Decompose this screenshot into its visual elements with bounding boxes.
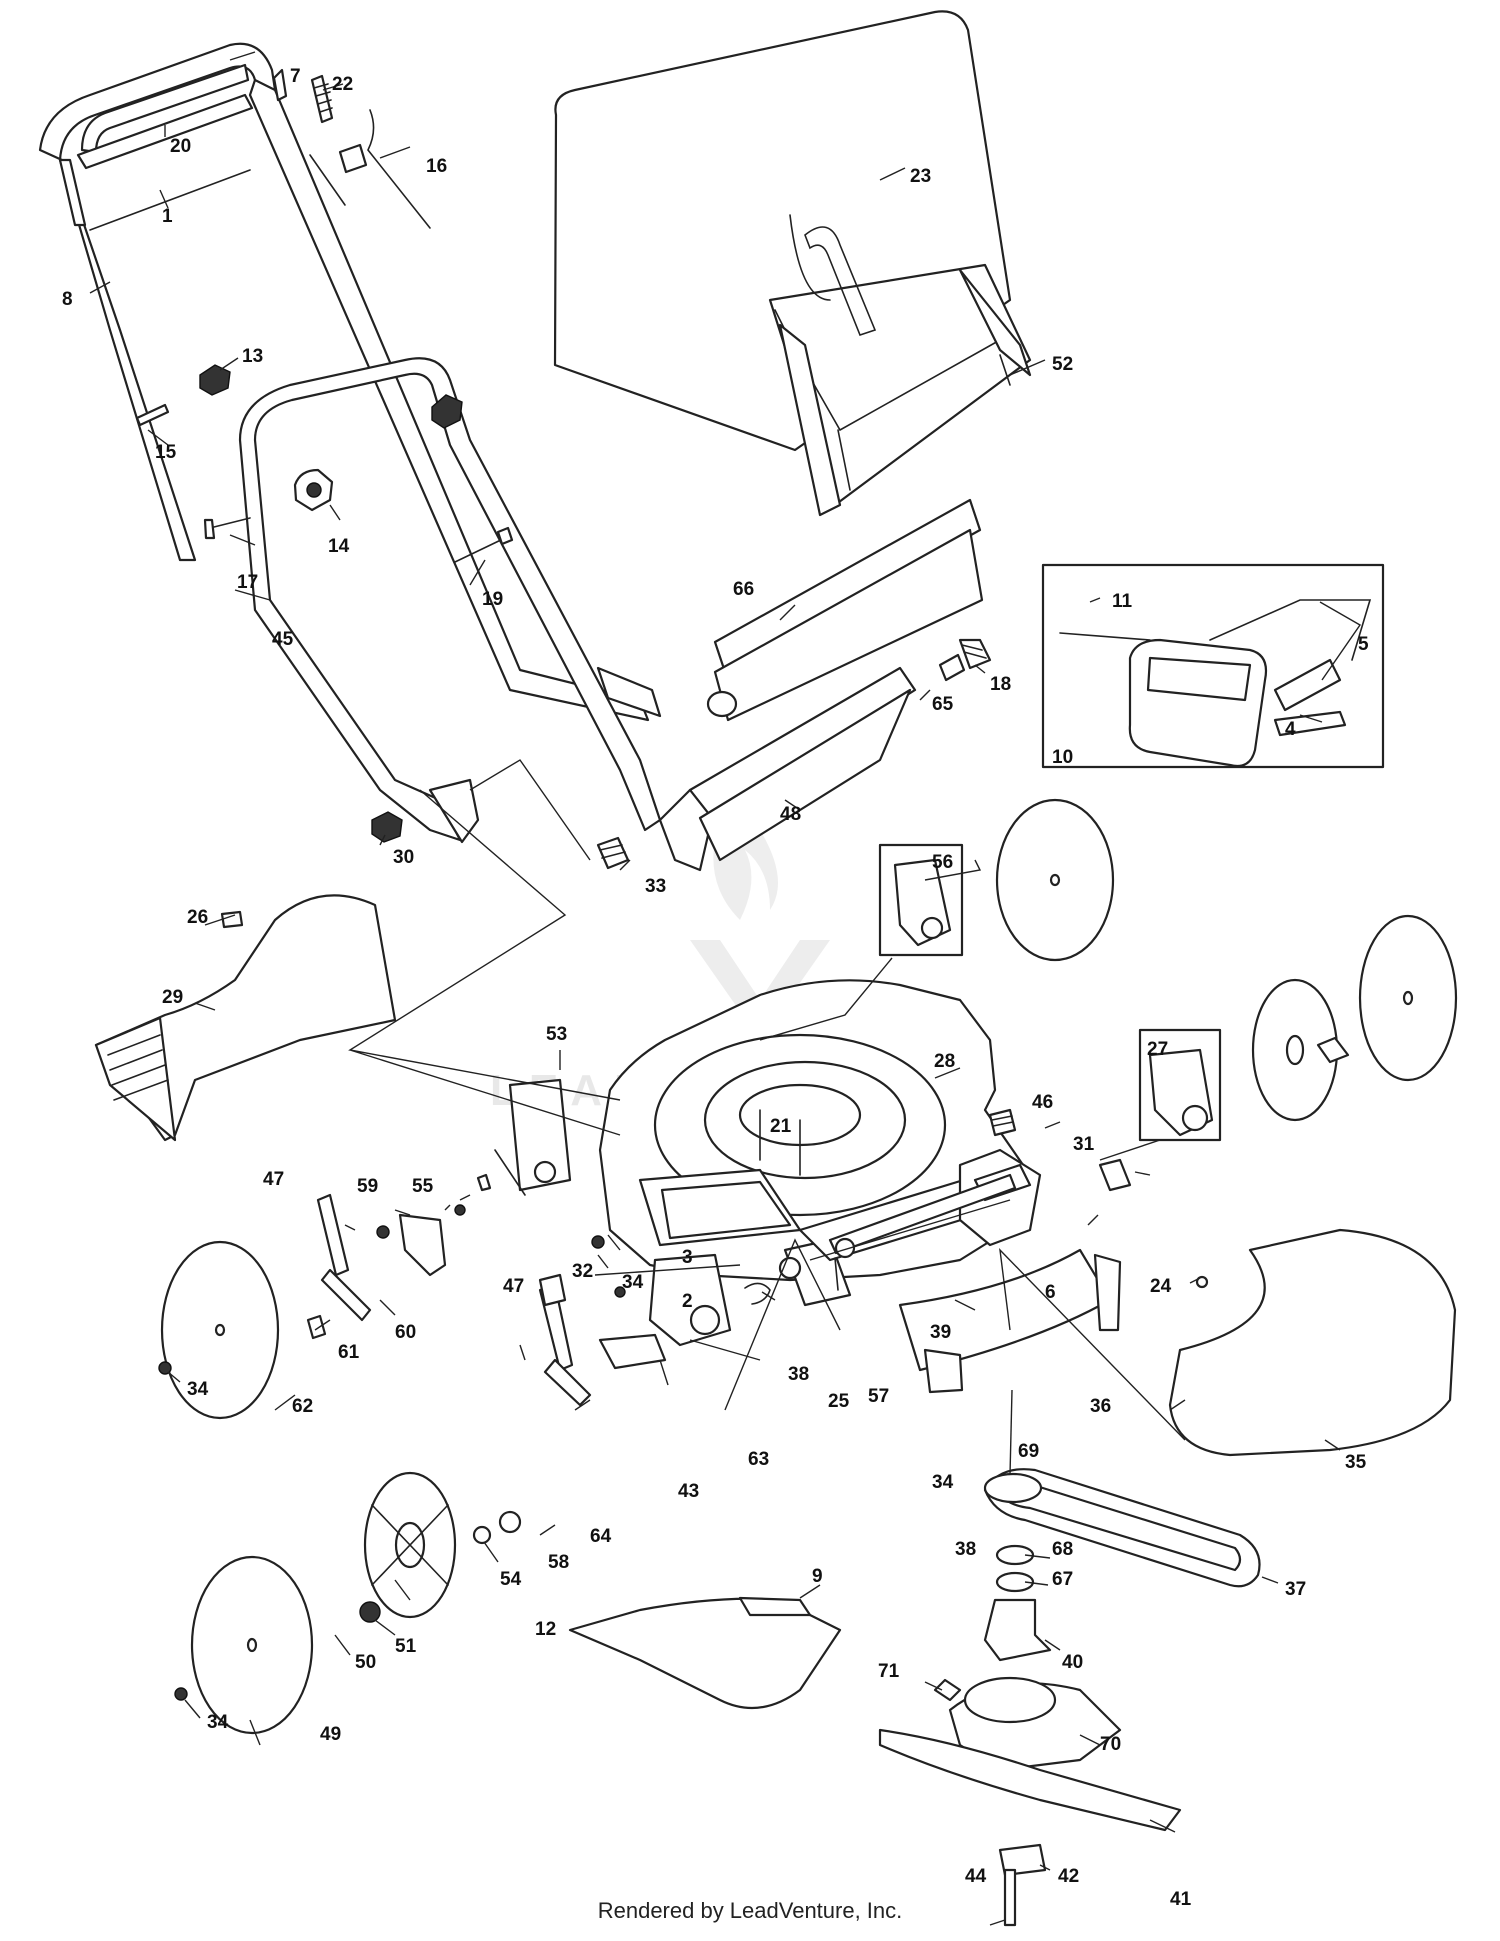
- front-axle: [828, 1173, 1017, 1291]
- mulch-baffle: [568, 1596, 842, 1710]
- callout-10: 10: [1052, 747, 1073, 768]
- callout-69: 69: [1018, 1441, 1039, 1462]
- callout-26: 26: [187, 907, 208, 928]
- callout-28: 28: [934, 1051, 955, 1072]
- callout-7: 7: [290, 66, 301, 87]
- footer-credit: Rendered by LeadVenture, Inc.: [597, 1898, 903, 1923]
- callout-64: 64: [590, 1526, 612, 1547]
- callout-20: 20: [170, 136, 191, 157]
- callout-48: 48: [780, 804, 801, 825]
- callout-42: 42: [1058, 1866, 1079, 1887]
- callout-24: 24: [1150, 1276, 1172, 1297]
- callout-29: 29: [162, 987, 183, 1008]
- callout-38b: 38: [955, 1539, 976, 1560]
- callout-38a: 38: [788, 1364, 809, 1385]
- rear-door: [596, 498, 992, 872]
- callout-70: 70: [1100, 1734, 1121, 1755]
- callout-8: 8: [62, 289, 73, 310]
- callout-31: 31: [1073, 1134, 1095, 1155]
- callout-47a: 47: [263, 1169, 284, 1190]
- callout-67: 67: [1052, 1569, 1073, 1590]
- handle-assembly: [38, 42, 662, 844]
- callout-55: 55: [412, 1176, 434, 1197]
- callout-34a: 34: [622, 1272, 644, 1293]
- callout-15: 15: [155, 442, 177, 463]
- callout-14: 14: [328, 536, 350, 557]
- callout-40: 40: [1062, 1652, 1083, 1673]
- callout-33: 33: [645, 876, 666, 897]
- callout-51: 51: [395, 1636, 417, 1657]
- callout-62: 62: [292, 1396, 313, 1417]
- leader-lines: [89, 51, 1362, 1926]
- callout-68: 68: [1052, 1539, 1073, 1560]
- callout-2: 2: [682, 1291, 693, 1312]
- callout-4: 4: [1285, 719, 1296, 740]
- wheels-left: [158, 1173, 605, 1735]
- callout-11: 11: [1112, 591, 1133, 612]
- callout-27: 27: [1147, 1039, 1168, 1060]
- callout-44: 44: [965, 1866, 987, 1887]
- blade-drive: [878, 1468, 1261, 1927]
- callout-25: 25: [828, 1391, 850, 1412]
- callout-37: 37: [1285, 1579, 1306, 1600]
- callout-6: 6: [1045, 1282, 1056, 1303]
- callout-13: 13: [242, 346, 263, 367]
- callout-16: 16: [426, 156, 447, 177]
- callout-63: 63: [748, 1449, 769, 1470]
- callout-59: 59: [357, 1176, 378, 1197]
- callout-65: 65: [932, 694, 954, 715]
- callout-3: 3: [682, 1247, 693, 1268]
- callout-60: 60: [395, 1322, 416, 1343]
- callout-54: 54: [500, 1569, 522, 1590]
- callout-49: 49: [320, 1724, 341, 1745]
- callout-19: 19: [482, 589, 503, 610]
- callout-43: 43: [678, 1481, 699, 1502]
- wheel-rear-right: [988, 914, 1458, 1192]
- callout-1: 1: [162, 206, 173, 227]
- callout-61: 61: [338, 1342, 360, 1363]
- callout-36: 36: [1090, 1396, 1111, 1417]
- callout-71: 71: [878, 1661, 900, 1682]
- callout-30: 30: [393, 847, 414, 868]
- height-adjusters: [316, 1078, 802, 1407]
- callout-53: 53: [546, 1024, 567, 1045]
- discharge-chute: [94, 894, 397, 1142]
- callout-45: 45: [272, 629, 294, 650]
- callout-47b: 47: [503, 1276, 524, 1297]
- callout-58: 58: [548, 1552, 569, 1573]
- callout-56: 56: [932, 852, 953, 873]
- callout-52: 52: [1052, 354, 1073, 375]
- callout-34b: 34: [187, 1379, 209, 1400]
- callout-labels: 1 2 3 4 5 6 7 8 9 10 11 12 13 14 15 16 1…: [62, 66, 1369, 1910]
- mulch-plug-box: [1041, 563, 1385, 769]
- callout-18: 18: [990, 674, 1011, 695]
- callout-41: 41: [1170, 1889, 1192, 1910]
- callout-34c: 34: [207, 1712, 229, 1733]
- callout-9: 9: [812, 1566, 823, 1587]
- callout-46: 46: [1032, 1092, 1053, 1113]
- callout-12: 12: [535, 1619, 556, 1640]
- callout-50: 50: [355, 1652, 376, 1673]
- callout-57: 57: [868, 1386, 889, 1407]
- callout-22: 22: [332, 74, 353, 95]
- callout-39: 39: [930, 1322, 951, 1343]
- baffle-and-shield: [898, 1228, 1457, 1457]
- callout-17: 17: [237, 572, 258, 593]
- callout-23: 23: [910, 166, 931, 187]
- callout-35: 35: [1345, 1452, 1367, 1473]
- callout-32: 32: [572, 1261, 593, 1282]
- grass-bag: [553, 10, 1032, 517]
- callout-21: 21: [770, 1116, 792, 1137]
- callout-66: 66: [733, 579, 754, 600]
- wheel-rear-right-upper: [878, 798, 1115, 962]
- callout-34d: 34: [932, 1472, 954, 1493]
- callout-5: 5: [1358, 634, 1369, 655]
